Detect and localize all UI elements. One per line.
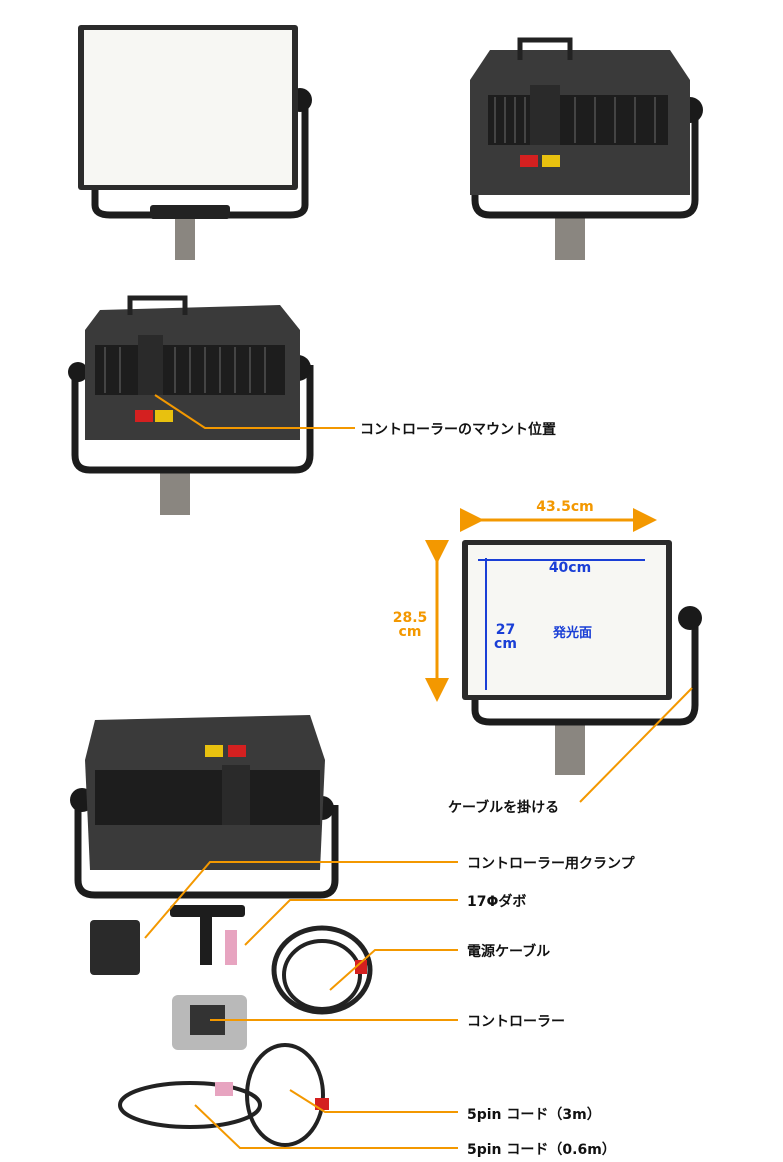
callout-line-cable-hook	[579, 687, 693, 803]
label-inner-width: 40cm	[548, 560, 592, 576]
label-outer-width: 43.5cm	[536, 499, 594, 515]
label-controller: コントローラー	[467, 1014, 565, 1030]
label-controller-mount: コントローラーのマウント位置	[360, 422, 556, 438]
callout-line-cable-3m	[289, 1089, 458, 1113]
label-power-cable: 電源ケーブル	[467, 944, 551, 960]
inner-height-unit: cm	[494, 636, 517, 652]
photo-rear-with-accessories	[70, 715, 373, 1147]
callout-line-spigot	[244, 899, 458, 946]
label-outer-height: 28.5 cm	[390, 611, 430, 639]
label-cable-3m: 5pin コード（3m）	[467, 1107, 601, 1123]
photo-front-lit	[78, 25, 312, 260]
label-cable-06m: 5pin コード（0.6m）	[467, 1142, 616, 1158]
photo-rear	[470, 37, 703, 260]
label-spigot: 17Φダボ	[467, 894, 527, 910]
outer-height-unit: cm	[398, 624, 422, 640]
outer-height-value: 28.5	[392, 610, 428, 626]
photo-controller-mount	[68, 295, 314, 515]
label-emitting-surface: 発光面	[552, 626, 592, 641]
callout-line-cable-06m	[194, 1104, 458, 1149]
label-inner-height: 27 cm	[488, 623, 523, 651]
label-cable-hook: ケーブルを掛ける	[448, 800, 560, 816]
inner-height-value: 27	[495, 622, 516, 638]
callout-line-power-cable	[329, 949, 458, 991]
photo-front-dimensions	[462, 540, 702, 775]
callout-line-controller-mount	[154, 394, 355, 429]
callout-line-controller-clamp	[144, 861, 458, 939]
label-controller-clamp: コントローラー用クランプ	[467, 856, 635, 872]
